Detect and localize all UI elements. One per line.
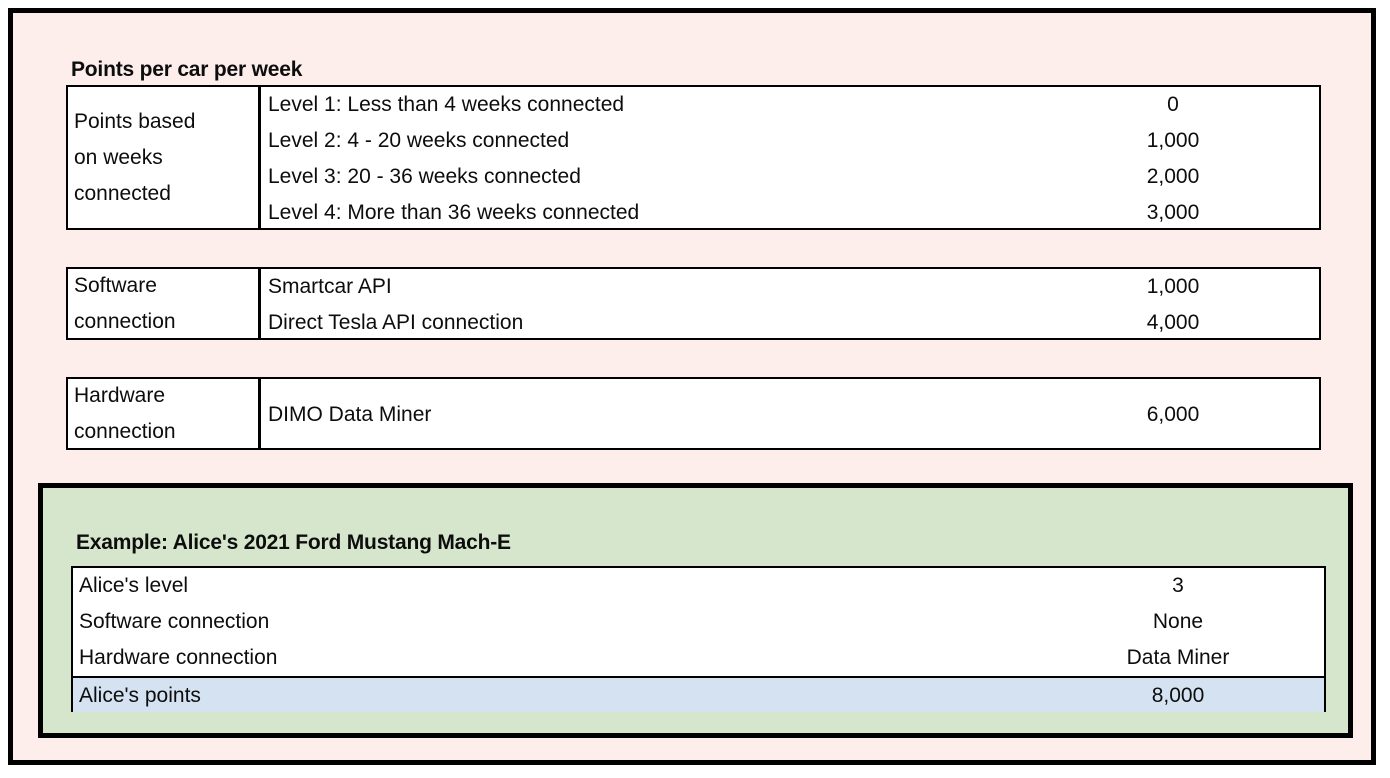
example-row-value: Data Miner bbox=[1126, 646, 1230, 669]
weeks-connected-table: Points based on weeks connected Level 1:… bbox=[66, 85, 1321, 230]
example-table: Alice's level 3 Software connection None… bbox=[71, 566, 1326, 712]
label-line: Hardware bbox=[74, 383, 166, 407]
table-row: Alice's level 3 bbox=[73, 568, 1324, 604]
example-row-label: Alice's level bbox=[79, 574, 189, 597]
column-divider bbox=[258, 87, 261, 228]
level-description: Level 1: Less than 4 weeks connected bbox=[268, 93, 625, 116]
label-line: connection bbox=[74, 419, 176, 443]
connection-points: 6,000 bbox=[1146, 403, 1200, 426]
table-row: Level 2: 4 - 20 weeks connected 1,000 bbox=[68, 123, 1319, 159]
table-row: Level 1: Less than 4 weeks connected 0 bbox=[68, 87, 1319, 123]
level-points: 2,000 bbox=[1146, 165, 1200, 188]
example-box: Example: Alice's 2021 Ford Mustang Mach-… bbox=[38, 483, 1353, 738]
connection-points: 4,000 bbox=[1146, 311, 1200, 334]
table-row: Smartcar API 1,000 bbox=[68, 269, 1319, 305]
hardware-connection-table: Hardware connection DIMO Data Miner 6,00… bbox=[66, 377, 1321, 450]
column-divider bbox=[258, 379, 261, 448]
example-row-label: Hardware connection bbox=[79, 646, 278, 669]
level-points: 3,000 bbox=[1146, 201, 1200, 224]
level-description: Level 3: 20 - 36 weeks connected bbox=[268, 165, 581, 188]
level-description: Level 4: More than 36 weeks connected bbox=[268, 201, 640, 224]
label-line: Software bbox=[74, 273, 157, 297]
table-row-total: Alice's points 8,000 bbox=[73, 676, 1324, 712]
level-points: 1,000 bbox=[1146, 129, 1200, 152]
table-row: Hardware connection Data Miner bbox=[73, 640, 1324, 676]
page-title: Points per car per week bbox=[71, 58, 303, 81]
column-divider bbox=[258, 269, 261, 338]
connection-points: 1,000 bbox=[1146, 275, 1200, 298]
table-row: Level 4: More than 36 weeks connected 3,… bbox=[68, 195, 1319, 231]
label-line: Points based bbox=[74, 109, 196, 133]
example-row-value: None bbox=[1152, 610, 1204, 633]
example-row-value: 3 bbox=[1172, 574, 1184, 597]
level-description: Level 2: 4 - 20 weeks connected bbox=[268, 129, 570, 152]
example-title: Example: Alice's 2021 Ford Mustang Mach-… bbox=[76, 531, 511, 554]
level-points: 0 bbox=[1167, 93, 1179, 116]
connection-description: DIMO Data Miner bbox=[268, 403, 432, 426]
hardware-connection-label: Hardware connection bbox=[68, 379, 259, 448]
label-line: on weeks bbox=[74, 145, 163, 169]
example-total-value: 8,000 bbox=[1151, 684, 1205, 707]
software-connection-table: Software connection Smartcar API 1,000 D… bbox=[66, 267, 1321, 340]
label-line: connected bbox=[74, 181, 171, 205]
example-total-label: Alice's points bbox=[79, 684, 201, 707]
example-row-label: Software connection bbox=[79, 610, 270, 633]
label-line: connection bbox=[74, 309, 176, 333]
table-row: Software connection None bbox=[73, 604, 1324, 640]
connection-description: Direct Tesla API connection bbox=[268, 311, 524, 334]
table-row: Direct Tesla API connection 4,000 bbox=[68, 305, 1319, 341]
connection-description: Smartcar API bbox=[268, 275, 392, 298]
table-row: DIMO Data Miner 6,000 bbox=[68, 379, 1319, 452]
table-row: Level 3: 20 - 36 weeks connected 2,000 bbox=[68, 159, 1319, 195]
software-connection-label: Software connection bbox=[68, 269, 259, 338]
weeks-connected-label: Points based on weeks connected bbox=[68, 87, 259, 228]
points-info-panel: Points per car per week Points based on … bbox=[8, 8, 1376, 765]
